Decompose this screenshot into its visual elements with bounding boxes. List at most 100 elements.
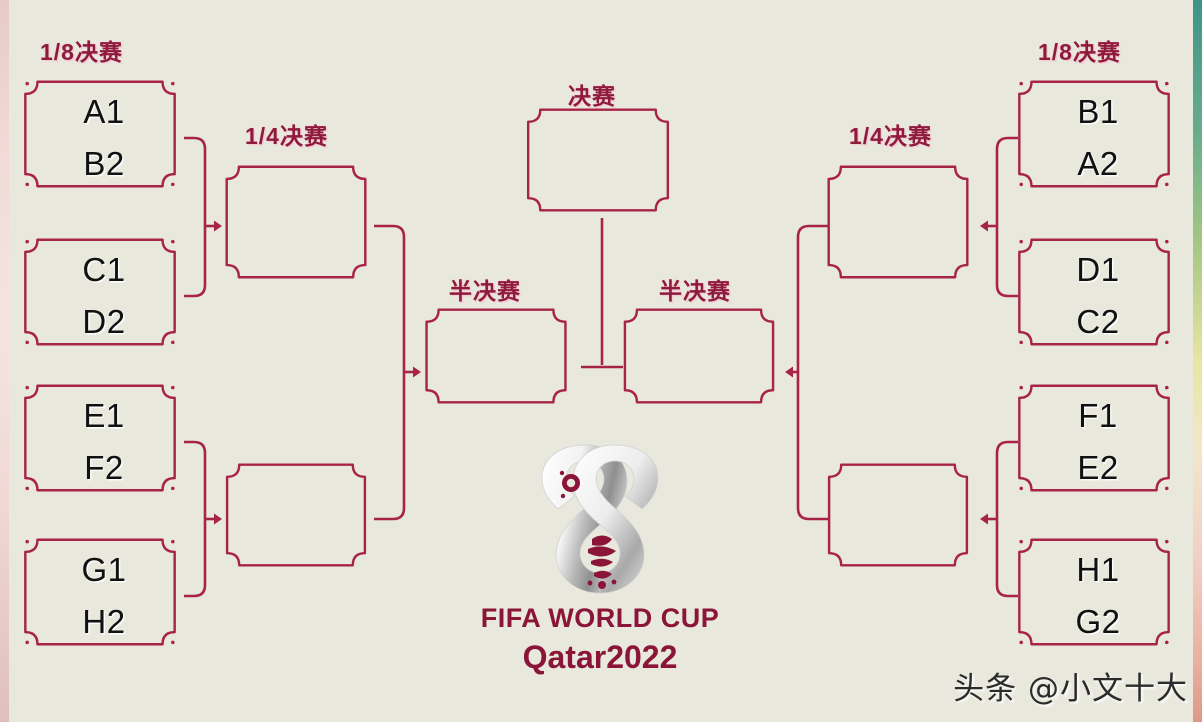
match-box-final[interactable]	[526, 108, 677, 218]
box-teams: B1 A2	[1018, 82, 1178, 194]
connector-bracket-l-r16-to-qf2	[184, 440, 207, 598]
box-outline	[24, 238, 176, 346]
box-teams: D1 C2	[1018, 240, 1178, 352]
box-frame	[24, 384, 184, 498]
box-teams: E1 F2	[24, 386, 184, 498]
team-top: A1	[83, 93, 125, 130]
arrow-left-r-qf-to-semi	[785, 366, 793, 378]
team-bottom: F2	[84, 449, 124, 486]
box-corner-dot	[25, 239, 29, 244]
box-outline	[24, 80, 176, 188]
box-corner-dot	[171, 239, 175, 244]
box-outline	[225, 463, 367, 567]
box-outline	[623, 308, 775, 404]
team-bottom: H2	[82, 603, 126, 640]
match-box-right-r16-1[interactable]: B1 A2	[1018, 80, 1178, 194]
box-corner-dot	[171, 340, 175, 345]
team-bottom: C2	[1076, 303, 1120, 340]
team-top: D1	[1076, 251, 1120, 288]
match-box-right-qf-2[interactable]	[827, 463, 976, 573]
box-corner-dot	[1019, 640, 1023, 645]
box-corner-dot	[25, 385, 29, 390]
team-bottom: B2	[83, 145, 125, 182]
connector-bracket-r-r16-to-qf1	[995, 136, 1018, 298]
match-box-right-r16-3[interactable]: F1 E2	[1018, 384, 1178, 498]
box-frame	[1018, 538, 1178, 652]
match-box-left-r16-2[interactable]: C1 D2	[24, 238, 184, 352]
team-top: B1	[1077, 93, 1119, 130]
label-round-of-16-left: 1/8决赛	[40, 39, 123, 65]
box-corner-dot	[171, 385, 175, 390]
match-box-left-qf-1[interactable]	[225, 165, 374, 285]
box-corner-dot	[25, 81, 29, 86]
connector-bracket-l-r16-to-qf1	[184, 136, 207, 298]
team-bottom: E2	[1077, 449, 1119, 486]
qatar-2022-logo: FIFA WORLD CUP Qatar2022	[470, 443, 730, 688]
box-frame	[225, 165, 374, 285]
arrow-left-r-r16-to-qf1	[980, 220, 988, 232]
box-corner-dot	[1165, 539, 1169, 544]
box-frame	[425, 308, 575, 410]
box-outline	[425, 308, 567, 404]
box-corner-dot	[171, 640, 175, 645]
connector-bracket-l-qf-to-semi	[374, 224, 406, 521]
team-bottom: A2	[1077, 145, 1119, 182]
team-top: H1	[1076, 551, 1120, 588]
box-frame	[1018, 384, 1178, 498]
box-corner-dot	[1019, 385, 1023, 390]
box-outline	[526, 108, 670, 212]
box-frame	[1018, 80, 1178, 194]
box-corner-dot	[1019, 539, 1023, 544]
box-frame	[225, 463, 374, 573]
match-box-left-r16-3[interactable]: E1 F2	[24, 384, 184, 498]
box-outline	[827, 463, 969, 567]
box-corner-dot	[171, 486, 175, 491]
arrow-right-l-qf-to-semi	[413, 366, 421, 378]
emblem-lower-loop	[572, 444, 659, 594]
logo-text-qatar-2022: Qatar2022	[522, 639, 678, 675]
label-semifinal-left: 半决赛	[449, 278, 521, 304]
emblem-pattern-3	[591, 558, 613, 567]
box-teams: A1 B2	[24, 82, 184, 194]
box-frame	[24, 238, 184, 352]
box-corner-dot	[1165, 340, 1169, 345]
box-outline	[1018, 238, 1170, 346]
match-box-left-r16-4[interactable]: G1 H2	[24, 538, 184, 652]
box-corner-dot	[25, 486, 29, 491]
box-corner-dot	[1019, 340, 1023, 345]
box-corner-dot	[1019, 486, 1023, 491]
team-top: E1	[83, 397, 125, 434]
box-frame	[827, 165, 976, 285]
box-teams: H1 G2	[1018, 540, 1178, 652]
team-top: C1	[82, 251, 126, 288]
box-corner-dot	[25, 539, 29, 544]
box-corner-dot	[1165, 239, 1169, 244]
box-frame	[526, 108, 677, 218]
match-box-right-r16-4[interactable]: H1 G2	[1018, 538, 1178, 652]
match-box-left-qf-2[interactable]	[225, 463, 374, 573]
box-corner-dot	[1165, 385, 1169, 390]
box-corner-dot	[1019, 182, 1023, 187]
left-edge-gradient-strip	[0, 0, 9, 722]
right-edge-gradient-strip	[1193, 0, 1202, 722]
connector-bracket-r-qf-to-semi	[796, 224, 828, 521]
box-corner-dot	[1165, 81, 1169, 86]
box-corner-dot	[1165, 182, 1169, 187]
qatar-2022-emblem-icon	[541, 444, 659, 594]
box-teams: F1 E2	[1018, 386, 1178, 498]
match-box-left-semifinal[interactable]	[425, 308, 575, 410]
match-box-right-semifinal[interactable]	[623, 308, 783, 410]
box-outline	[1018, 384, 1170, 492]
emblem-pattern-4	[594, 570, 612, 579]
match-box-right-qf-1[interactable]	[827, 165, 976, 285]
box-frame	[827, 463, 976, 573]
label-final: 决赛	[568, 83, 616, 109]
label-semifinal-right: 半决赛	[659, 278, 731, 304]
box-outline	[827, 165, 969, 279]
match-box-right-r16-2[interactable]: D1 C2	[1018, 238, 1178, 352]
match-box-left-r16-1[interactable]: A1 B2	[24, 80, 184, 194]
emblem-pattern-2	[588, 546, 616, 557]
box-outline	[225, 165, 367, 279]
